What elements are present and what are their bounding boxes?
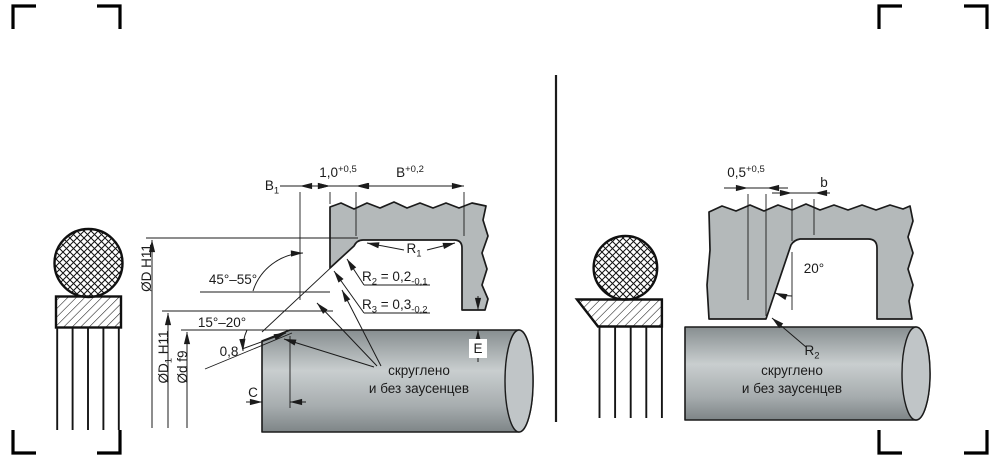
crop-mark-top-left-inner [97,4,122,29]
shaft-radius-label: 0,8 [220,344,239,359]
crop-mark-top-right-inner [877,4,902,29]
crop-mark-top-right [964,4,989,29]
right-dimension-lines [724,184,830,348]
seal-oring-section [592,234,659,301]
note-rounded-line1: скруглено [388,363,450,378]
crop-mark-bottom-left [11,430,36,455]
dim-b-label: B+0,2 [396,164,424,180]
shaft-chamfer-angle-label: 15°–20° [198,315,246,330]
seal-body-section [54,295,123,329]
note-rounded-line1: скруглено [761,363,823,378]
right-construction-lines [747,194,815,316]
crop-mark-bottom-right-inner [877,430,902,455]
crop-mark-bottom-left-inner [97,430,122,455]
housing-section [329,201,489,311]
dim-lip-width-label: 1,0+0,5 [319,164,357,180]
dim-e-label: E [473,341,482,356]
groove-diameter-label: ØD H11 [139,244,154,292]
radius-r1-label: R1 [406,241,421,260]
right-view: 0,5+0,5 b 20° R2 скруглено и без заусенц… [574,164,931,421]
dim-c-label: C [248,385,258,400]
crop-mark-bottom-right [964,430,989,455]
dim-gap-label: 0,5+0,5 [727,164,765,180]
left-dimension-lines [148,182,482,428]
radius-r2-label: R2 [804,343,819,362]
shaft-end-face [901,326,931,421]
seal-lip-comb [56,327,120,430]
note-rounded-line2: и без заусенцев [369,381,469,396]
right-seal-symbol [574,234,664,418]
seal-oring-section [53,227,124,299]
chamfer-angle-label: 45°–55° [209,272,257,287]
housing-section [706,203,914,320]
crop-marks [11,4,989,455]
dim-b1-label: B1 [265,178,279,197]
right-labels: 0,5+0,5 b 20° R2 скруглено и без заусенц… [727,164,842,396]
shaft-diameter-label: Ød f9 [175,350,190,383]
crop-mark-top-left [11,4,36,29]
e-label-backplate [469,339,487,358]
seal-lip-comb [598,327,663,418]
radius-r3-label: R3 = 0,3-0,2 [362,297,428,316]
left-seal-symbol [53,227,124,430]
seal-body-section [574,298,664,328]
right-shaft [684,326,931,421]
left-labels: B1 1,0+0,5 B+0,2 R1 R2 = 0,2-0,1 R3 = 0,… [139,164,483,400]
radius-r2-label: R2 = 0,2-0,1 [362,269,428,288]
note-rounded-line2: и без заусенцев [742,381,842,396]
shaft-end-face [504,329,534,433]
lip-angle-label: 20° [804,261,824,276]
dim-b-label: b [820,175,828,190]
bore-diameter-label: ØD1 H11 [156,330,175,383]
left-view: B1 1,0+0,5 B+0,2 R1 R2 = 0,2-0,1 R3 = 0,… [53,164,534,433]
left-shaft [261,329,534,433]
